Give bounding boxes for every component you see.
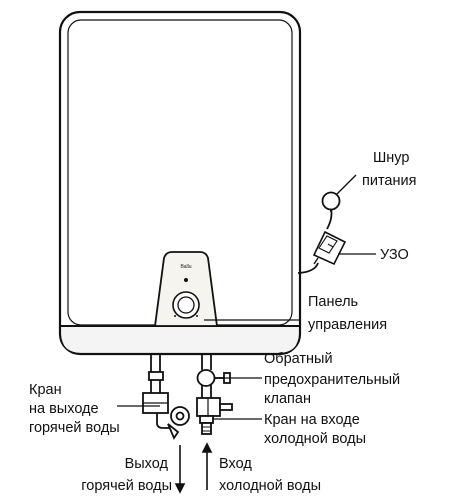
- label-hot-tap-line: Кран: [29, 382, 62, 398]
- thermostat-knob[interactable]: [172, 291, 200, 319]
- thermostat-knob-inner: [177, 296, 195, 314]
- label-hot-tap-line: на выходе: [29, 401, 99, 417]
- tank-bottom-band: [61, 326, 299, 353]
- label-hot-outlet-line: Выход: [125, 456, 169, 472]
- leader-power-cord: [336, 174, 357, 195]
- label-check-valve-line: клапан: [264, 391, 311, 407]
- knob-marker: [174, 315, 176, 317]
- leader-lines: [117, 174, 376, 420]
- hot-outlet-arrow: [174, 445, 186, 494]
- label-check-valve: Обратный предохранительный клапан: [264, 351, 404, 407]
- label-cold-inlet-line: холодной воды: [219, 478, 321, 494]
- label-cold-inlet-line: Вход: [219, 456, 252, 472]
- control-panel-housing: [153, 251, 219, 327]
- label-power-cord: Шнур питания: [362, 150, 416, 189]
- control-panel: Ballu: [153, 251, 219, 327]
- label-power-cord-line: питания: [362, 173, 416, 189]
- brand-logo: Ballu: [180, 264, 191, 270]
- plug-icon: [321, 191, 341, 211]
- cold-water-pipe: [201, 354, 212, 398]
- label-check-valve-line: предохранительный: [264, 372, 400, 388]
- label-hot-outlet: Выход горячей воды: [81, 456, 172, 494]
- label-control-panel-line: управления: [308, 317, 387, 333]
- label-cold-tap: Кран на входе холодной воды: [264, 412, 366, 447]
- cold-water-tap-icon: [196, 397, 233, 435]
- label-rcd: УЗО: [380, 247, 409, 263]
- hot-water-pipe: [148, 354, 164, 393]
- cold-inlet-arrow: [201, 442, 213, 490]
- tank-outer: [58, 10, 302, 356]
- label-hot-tap: Кран на выходе горячей воды: [29, 382, 120, 436]
- knob-marker: [196, 315, 198, 317]
- power-cord-wire: [297, 262, 319, 274]
- rcd-device-icon: [312, 230, 347, 266]
- hot-water-tap-icon: [142, 392, 190, 440]
- label-check-valve-line: Обратный: [264, 351, 333, 367]
- power-cord: [297, 191, 341, 274]
- label-control-panel-line: Панель: [308, 294, 358, 310]
- label-power-cord-line: Шнур: [373, 150, 409, 166]
- label-control-panel: Панель управления: [308, 294, 387, 333]
- label-cold-tap-line: Кран на входе: [264, 412, 360, 428]
- label-cold-inlet: Вход холодной воды: [219, 456, 321, 494]
- label-hot-outlet-line: горячей воды: [81, 478, 172, 494]
- label-hot-tap-line: горячей воды: [29, 420, 120, 436]
- label-cold-tap-line: холодной воды: [264, 431, 366, 447]
- indicator-light: [184, 278, 188, 282]
